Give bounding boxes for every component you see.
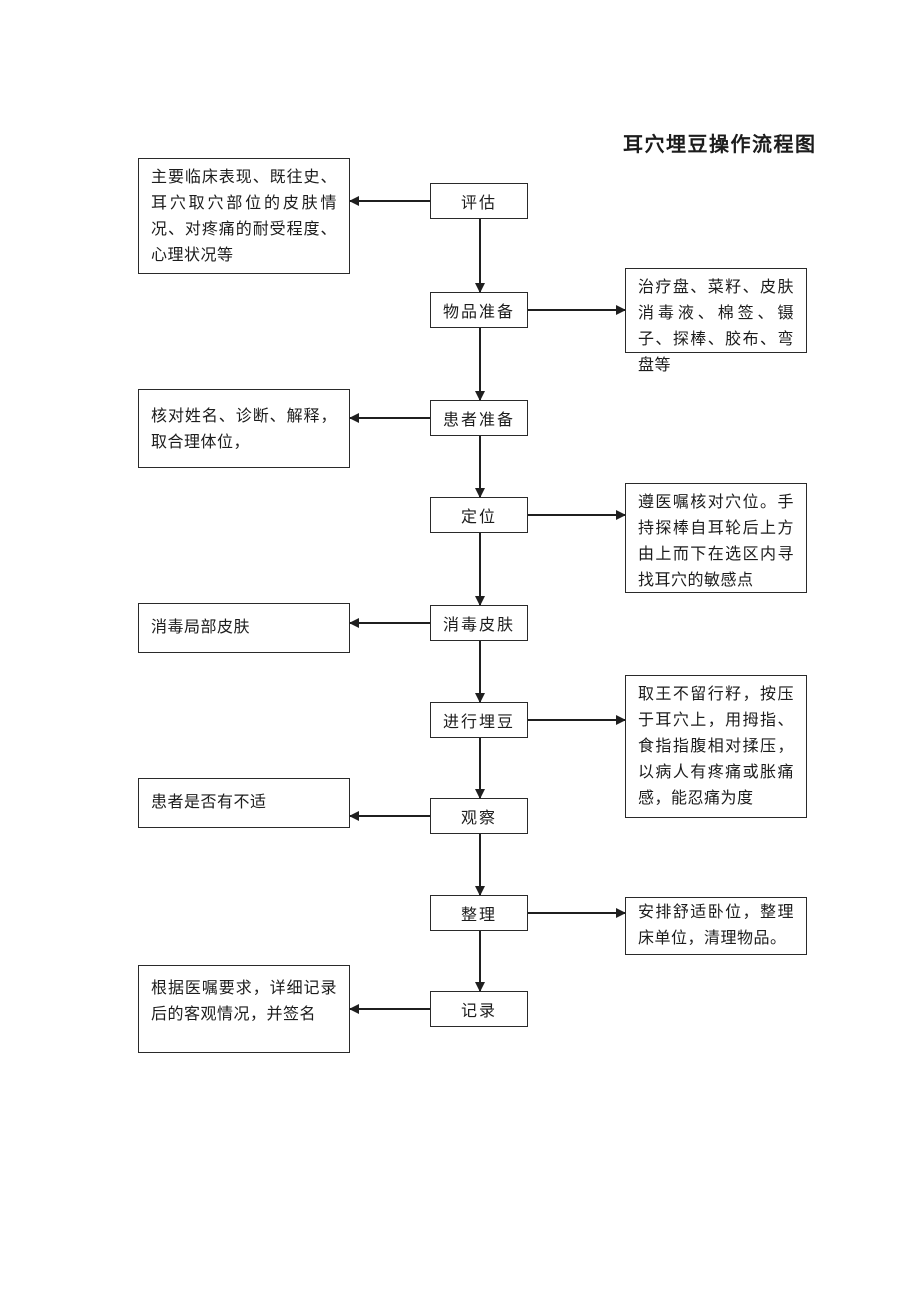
arrow-left-patient-note <box>349 413 430 423</box>
arrow-left-evaluate-note <box>349 196 430 206</box>
flow-step-item-preparation: 物品准备 <box>430 292 528 328</box>
page-title: 耳穴埋豆操作流程图 <box>623 134 817 156</box>
flow-step-positioning: 定位 <box>430 497 528 533</box>
note-tidy-method: 安排舒适卧位，整理床单位，清理物品。 <box>625 897 807 955</box>
arrow-right-items-note <box>528 305 626 315</box>
arrow-down-tidy-to-record <box>475 931 485 992</box>
note-items-list: 治疗盘、菜籽、皮肤消毒液、棉签、镊子、探棒、胶布、弯盘等 <box>625 268 807 374</box>
note-observe-discomfort: 患者是否有不适 <box>138 778 350 828</box>
flow-step-record: 记录 <box>430 991 528 1027</box>
flow-step-patient-preparation: 患者准备 <box>430 400 528 436</box>
note-evaluation-content: 主要临床表现、既往史、耳穴取穴部位的皮肤情况、对疼痛的耐受程度、心理状况等 <box>138 158 350 274</box>
arrow-down-patient-to-positioning <box>475 436 485 498</box>
flow-step-evaluate: 评估 <box>430 183 528 219</box>
arrow-down-observe-to-tidy <box>475 834 485 896</box>
flow-step-bean-embedding: 进行埋豆 <box>430 702 528 738</box>
arrow-right-positioning-note <box>528 510 626 520</box>
note-record-requirements: 根据医嘱要求，详细记录后的客观情况，并签名 <box>138 965 350 1053</box>
arrow-right-embedding-note <box>528 715 626 725</box>
flow-step-observe: 观察 <box>430 798 528 834</box>
flow-step-disinfect-skin: 消毒皮肤 <box>430 605 528 641</box>
note-patient-prep-content: 核对姓名、诊断、解释，取合理体位， <box>138 389 350 468</box>
arrow-left-disinfect-note <box>349 618 430 628</box>
arrow-down-items-to-patient <box>475 328 485 401</box>
arrow-down-embedding-to-observe <box>475 738 485 799</box>
flow-step-tidy-up: 整理 <box>430 895 528 931</box>
arrow-down-positioning-to-disinfect <box>475 533 485 606</box>
arrow-down-evaluate-to-items <box>475 219 485 293</box>
arrow-right-tidy-note <box>528 908 626 918</box>
arrow-left-record-note <box>349 1004 430 1014</box>
arrow-down-disinfect-to-embedding <box>475 641 485 703</box>
note-embedding-method: 取王不留行籽，按压于耳穴上，用拇指、食指指腹相对揉压，以病人有疼痛或胀痛感，能忍… <box>625 675 807 818</box>
note-disinfect-area: 消毒局部皮肤 <box>138 603 350 653</box>
note-positioning-method: 遵医嘱核对穴位。手持探棒自耳轮后上方由上而下在选区内寻找耳穴的敏感点 <box>625 483 807 593</box>
arrow-left-observe-note <box>349 811 430 821</box>
